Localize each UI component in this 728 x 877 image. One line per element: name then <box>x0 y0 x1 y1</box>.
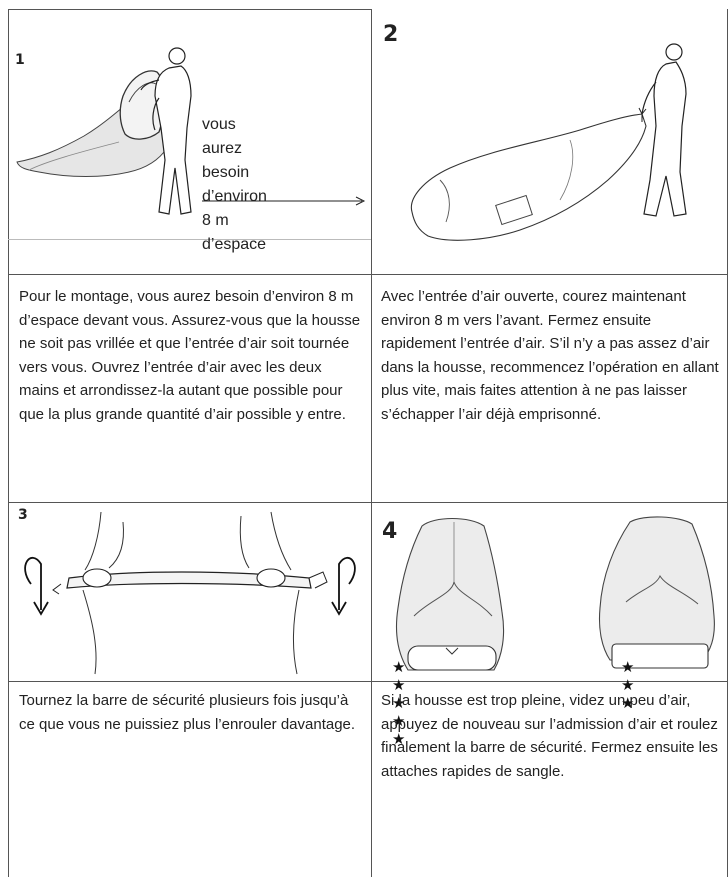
grid-line-h1 <box>8 274 728 275</box>
step-4-description: Si la housse est trop pleine, videz un p… <box>381 689 721 783</box>
side-note-line-2: d’environ 8 m <box>202 185 267 233</box>
step-2-illustration <box>380 30 710 260</box>
side-note-line-1: vous aurez besoin <box>202 113 267 185</box>
grid-line-center <box>371 9 372 877</box>
step-3-description: Tournez la barre de sécurité plusieurs f… <box>19 689 364 736</box>
step-1-description: Pour le montage, vous aurez besoin d’env… <box>19 285 364 426</box>
step-2-description: Avec l’entrée d’air ouverte, courez main… <box>381 285 721 426</box>
side-note-line-3: d’espace <box>202 233 267 257</box>
grid-line-h2 <box>8 502 728 503</box>
step-4-illustration-left <box>374 512 524 677</box>
grid-line-h3 <box>8 681 728 682</box>
forward-arrow-icon <box>202 195 372 207</box>
step-3-illustration <box>9 506 369 676</box>
step-4-illustration-right <box>586 512 726 677</box>
step-1-side-note: vous aurez besoin d’environ 8 m d’espace <box>202 113 267 257</box>
